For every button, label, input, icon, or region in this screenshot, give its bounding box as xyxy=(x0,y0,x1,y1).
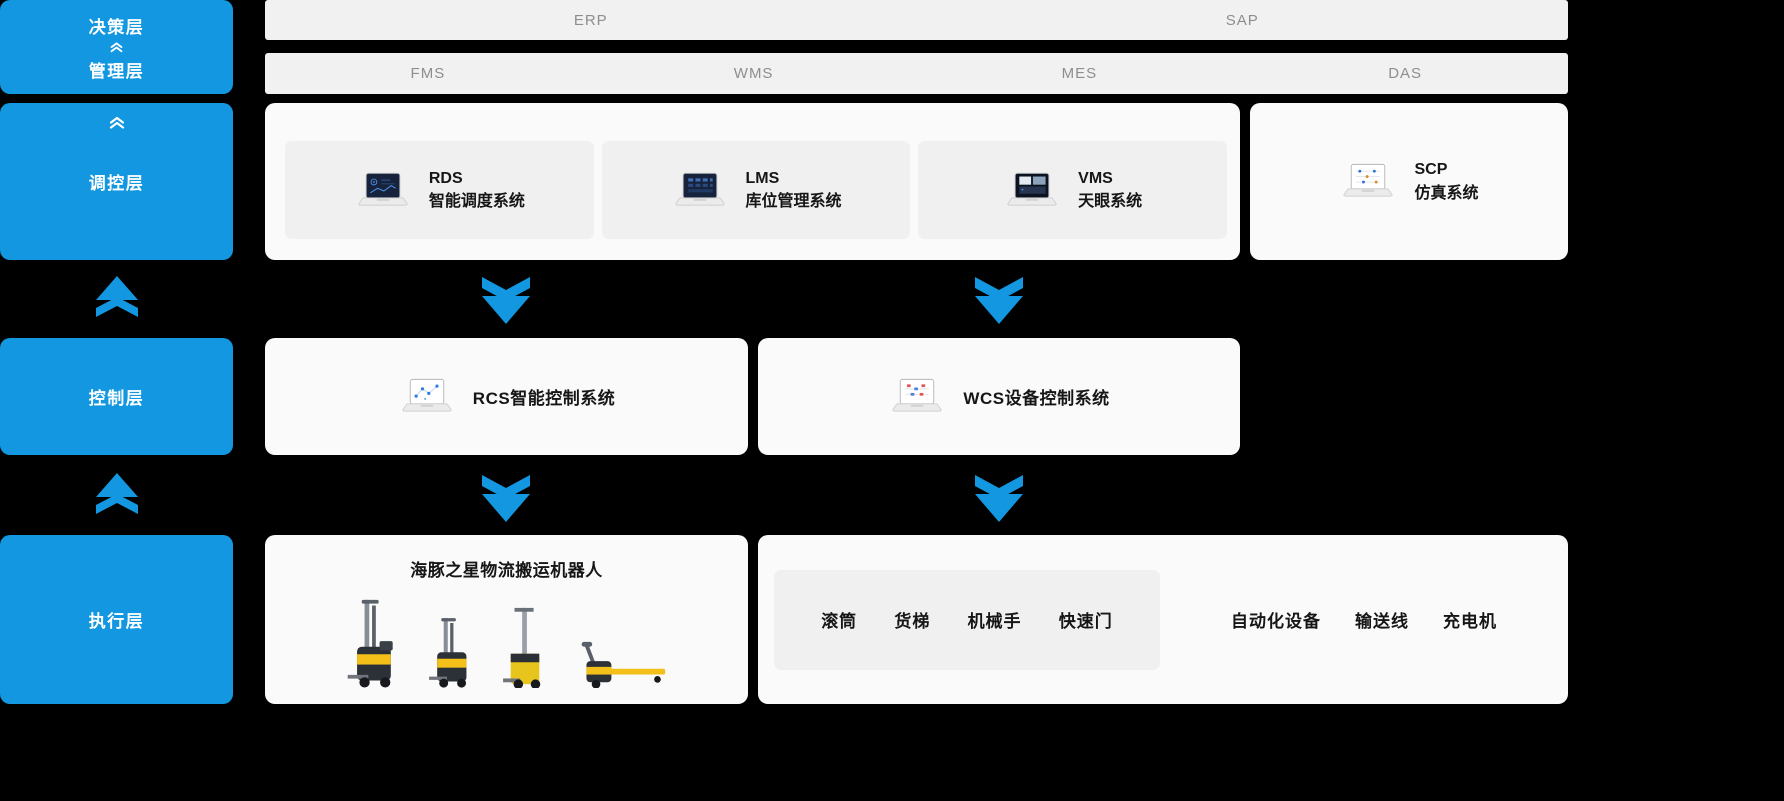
regulation-layer-label: 调控层 xyxy=(88,174,145,193)
down-arrow-icon xyxy=(975,475,1023,522)
system-code: SCP xyxy=(1414,161,1448,179)
pallet-truck-robot-image xyxy=(581,641,665,688)
laptop-icon xyxy=(892,379,942,412)
equipment-item-roller: 滚筒 xyxy=(821,612,858,631)
layer-box-regulation: 调控层 xyxy=(0,103,233,260)
laptop-icon xyxy=(1343,164,1394,197)
erp-sap-bar: ERP SAP xyxy=(265,0,1568,40)
das-label: DAS xyxy=(1388,65,1423,82)
robots-title: 海豚之星物流搬运机器人 xyxy=(410,561,603,580)
up-arrow-icon xyxy=(96,276,138,317)
laptop-icon xyxy=(402,379,452,412)
rcs-panel: RCS智能控制系统 xyxy=(265,338,748,455)
up-arrow-icon xyxy=(96,473,138,514)
equipment-item-automation: 自动化设备 xyxy=(1231,612,1321,631)
laptop-icon xyxy=(358,172,408,206)
equipment-box: 滚筒 货梯 机械手 快速门 xyxy=(774,569,1160,670)
layer-box-execution: 执行层 xyxy=(0,535,233,704)
sap-label: SAP xyxy=(1225,11,1259,29)
equipment-item-conveyor: 输送线 xyxy=(1355,612,1409,631)
system-code: RDS xyxy=(428,169,463,187)
rds-card: RDS 智能调度系统 xyxy=(285,141,594,239)
system-name: 仿真系统 xyxy=(1414,184,1479,202)
scheduling-panel: RDS 智能调度系统 LMS 库位管理系统 xyxy=(265,103,1240,260)
equipment-loose-group: 自动化设备 输送线 充电机 xyxy=(1160,607,1568,632)
wcs-panel: WCS设备控制系统 xyxy=(758,338,1240,455)
vms-card: VMS 天眼系统 xyxy=(918,141,1228,239)
layer-box-control: 控制层 xyxy=(0,338,233,455)
equipment-item-manipulator: 机械手 xyxy=(967,612,1022,631)
lms-card: LMS 库位管理系统 xyxy=(601,141,911,239)
equipment-item-rapid-door: 快速门 xyxy=(1058,612,1113,631)
reach-truck-robot-image xyxy=(347,599,393,688)
fms-label: FMS xyxy=(410,65,446,82)
control-layer-label: 控制层 xyxy=(88,389,145,408)
down-arrow-icon xyxy=(482,475,530,522)
stacker-robot-image xyxy=(428,618,466,688)
layer-box-decision-management: 决策层 管理层 xyxy=(0,0,233,94)
system-name: 天眼系统 xyxy=(1078,193,1143,210)
chevron-up-small-icon xyxy=(110,42,123,53)
system-code: VMS xyxy=(1078,169,1113,187)
system-name: 库位管理系统 xyxy=(745,193,842,210)
equipment-item-cargo-lift: 货梯 xyxy=(894,612,931,631)
chevron-up-small-icon xyxy=(109,116,124,129)
wms-label: WMS xyxy=(733,65,774,82)
rds-card-text: RDS 智能调度系统 xyxy=(429,167,525,213)
wcs-label: WCS设备控制系统 xyxy=(963,389,1110,408)
vms-card-text: VMS 天眼系统 xyxy=(1078,167,1142,213)
execution-layer-label: 执行层 xyxy=(88,612,145,631)
pallet-stacker-robot-image xyxy=(502,607,540,688)
scp-panel: SCP 仿真系统 xyxy=(1250,103,1568,260)
lms-card-text: LMS 库位管理系统 xyxy=(746,167,842,213)
equipment-panel: 滚筒 货梯 机械手 快速门 自动化设备 输送线 充电机 xyxy=(758,535,1568,704)
laptop-icon xyxy=(674,172,725,206)
system-code: LMS xyxy=(745,169,780,187)
equipment-item-charger: 充电机 xyxy=(1443,612,1497,631)
mes-label: MES xyxy=(1061,65,1098,82)
systems-bar: FMS WMS MES DAS xyxy=(265,53,1568,94)
scp-card-text: SCP 仿真系统 xyxy=(1414,158,1478,204)
laptop-icon xyxy=(1007,172,1057,206)
management-layer-label: 管理层 xyxy=(88,62,145,81)
down-arrow-icon xyxy=(482,277,530,324)
system-name: 智能调度系统 xyxy=(428,193,525,210)
robots-row xyxy=(345,581,669,704)
robots-panel: 海豚之星物流搬运机器人 xyxy=(265,535,748,704)
decision-layer-label: 决策层 xyxy=(88,18,145,37)
down-arrow-icon xyxy=(975,277,1023,324)
erp-label: ERP xyxy=(573,11,608,29)
rcs-label: RCS智能控制系统 xyxy=(472,389,616,408)
